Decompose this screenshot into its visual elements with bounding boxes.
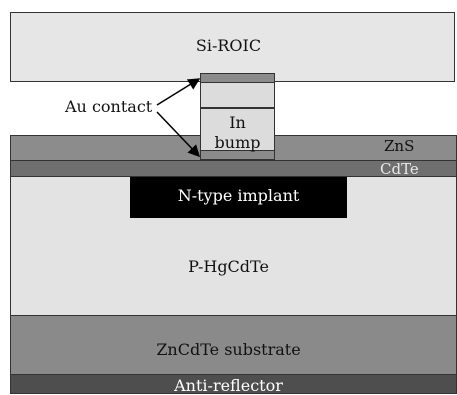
n-type-implant-label: N-type implant bbox=[177, 186, 300, 205]
au-contact-top bbox=[200, 73, 275, 83]
au-contact-label: Au contact bbox=[65, 97, 153, 116]
in-bump-label-line1: In bbox=[229, 113, 246, 132]
zns-label: ZnS bbox=[384, 137, 415, 155]
in-bump-label-line2: bump bbox=[214, 133, 261, 152]
zncdte-substrate-layer bbox=[10, 315, 457, 375]
si-roic-layer bbox=[10, 12, 455, 82]
arrow-to-top-contact bbox=[156, 78, 201, 106]
p-hgcdte-label: P-HgCdTe bbox=[188, 257, 269, 276]
n-type-implant-region bbox=[130, 177, 347, 218]
cdte-label: CdTe bbox=[380, 160, 419, 178]
anti-reflector-label: Anti-reflector bbox=[174, 376, 283, 395]
substrate-label: ZnCdTe substrate bbox=[156, 340, 301, 359]
au-contact-bottom bbox=[200, 150, 275, 160]
si-roic-label: Si-ROIC bbox=[195, 36, 262, 55]
bump-divider bbox=[200, 107, 275, 109]
in-bump bbox=[200, 73, 275, 160]
in-bump-label: In bump bbox=[200, 113, 275, 153]
